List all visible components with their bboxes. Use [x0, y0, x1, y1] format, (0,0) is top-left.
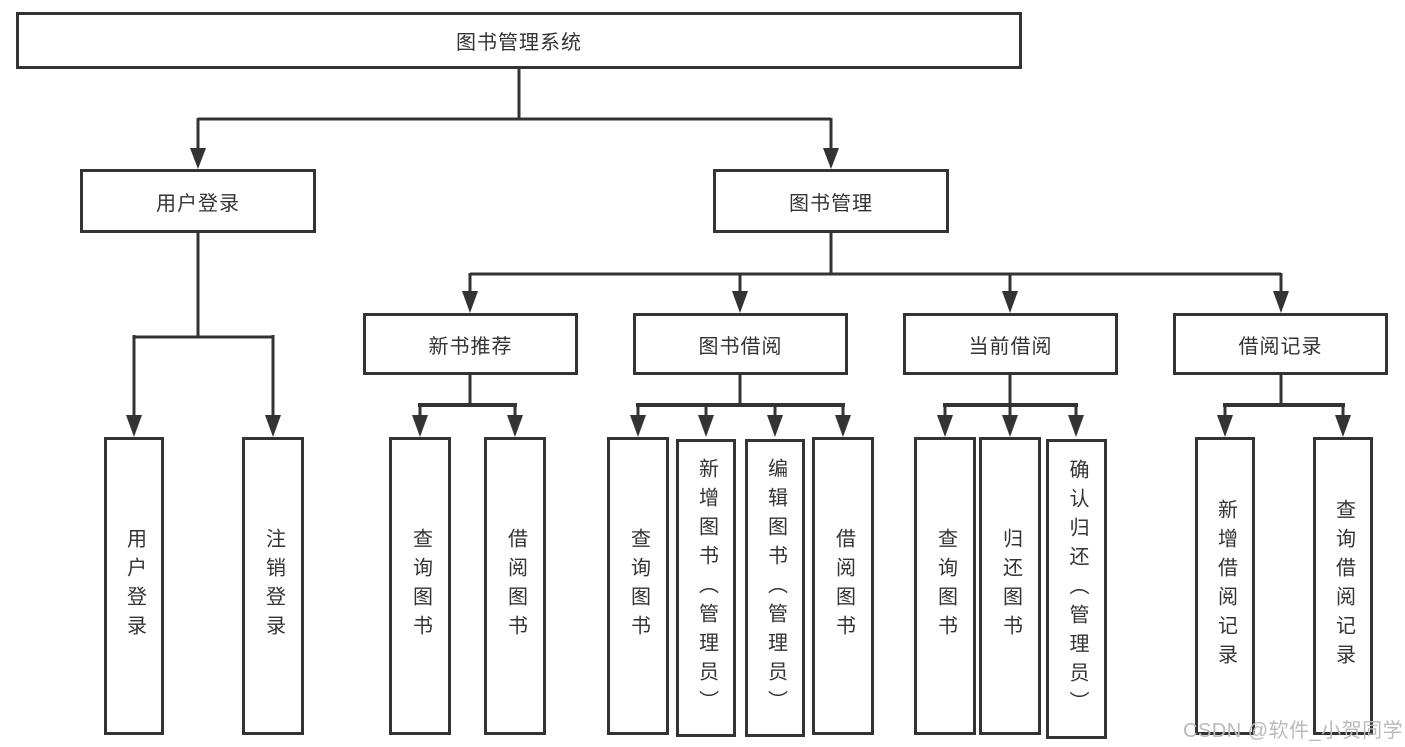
node-label: 借阅图书 — [504, 528, 527, 644]
arrow-down-icon — [1002, 291, 1018, 313]
branch-borrowing-records — [1217, 375, 1351, 437]
leaf-add-books-admin: 新增图书（管理员） — [676, 439, 736, 737]
arrow-down-icon — [507, 415, 523, 437]
leaf-add-borrow-record: 新增借阅记录 — [1195, 437, 1255, 735]
arrow-down-icon — [1335, 415, 1351, 437]
node-label: 确认归还（管理员） — [1066, 458, 1088, 720]
arrow-down-icon — [412, 415, 428, 437]
arrow-down-icon — [1068, 415, 1084, 437]
node-label: 归还图书 — [999, 528, 1022, 644]
leaf-confirm-return-admin: 确认归还（管理员） — [1046, 439, 1107, 739]
leaf-borrow-books-recommend: 借阅图书 — [484, 437, 546, 735]
leaf-query-books-recommend: 查询图书 — [389, 437, 451, 735]
arrow-down-icon — [630, 415, 646, 437]
leaf-query-books-current: 查询图书 — [914, 437, 976, 735]
branch-book-management — [462, 233, 1289, 313]
arrow-down-icon — [767, 415, 783, 437]
leaf-query-books-borrowing: 查询图书 — [607, 437, 669, 735]
branch-new-book-recommendation — [412, 375, 523, 437]
leaf-borrow-books: 借阅图书 — [812, 437, 874, 735]
node-label: 用户登录 — [123, 528, 146, 644]
leaf-user-login: 用户登录 — [104, 437, 164, 735]
arrow-down-icon — [1002, 415, 1018, 437]
node-label: 借阅记录 — [1238, 335, 1323, 358]
node-label: 注销登录 — [262, 528, 285, 644]
node-user-login: 用户登录 — [80, 169, 316, 233]
arrow-down-icon — [462, 291, 478, 313]
node-label: 查询图书 — [627, 528, 650, 644]
leaf-logout: 注销登录 — [242, 437, 304, 735]
arrow-down-icon — [835, 415, 851, 437]
node-label: 新增图书（管理员） — [695, 457, 718, 719]
node-label: 查询图书 — [934, 528, 957, 644]
node-label: 查询借阅记录 — [1332, 499, 1355, 673]
arrow-down-icon — [732, 291, 748, 313]
branch-book-borrowing — [630, 375, 851, 437]
node-book-borrowing: 图书借阅 — [633, 313, 848, 375]
arrow-down-icon — [698, 415, 714, 437]
branch-current-borrowing — [937, 375, 1084, 437]
node-book-management: 图书管理 — [713, 169, 949, 233]
arrow-down-icon — [1273, 291, 1289, 313]
arrow-down-icon — [265, 415, 281, 437]
arrow-down-icon — [126, 415, 142, 437]
node-label: 用户登录 — [156, 192, 240, 215]
node-new-book-recommendation: 新书推荐 — [363, 313, 578, 375]
node-label: 图书管理 — [789, 192, 873, 215]
node-current-borrowing: 当前借阅 — [903, 313, 1118, 375]
node-borrowing-records: 借阅记录 — [1173, 313, 1388, 375]
node-label: 当前借阅 — [968, 335, 1053, 358]
arrow-down-icon — [937, 415, 953, 437]
branch-root — [190, 69, 839, 169]
node-label: 新增借阅记录 — [1214, 499, 1237, 673]
node-label: 借阅图书 — [832, 528, 855, 644]
node-label: 查询图书 — [409, 528, 432, 644]
watermark: CSDN @软件_小贺同学 — [1183, 720, 1404, 742]
leaf-query-borrow-record: 查询借阅记录 — [1313, 437, 1373, 735]
node-library-system: 图书管理系统 — [16, 12, 1022, 69]
node-label: 图书管理系统 — [456, 32, 582, 54]
leaf-edit-books-admin: 编辑图书（管理员） — [745, 439, 805, 737]
arrow-down-icon — [823, 148, 839, 169]
node-label: 编辑图书（管理员） — [764, 457, 787, 719]
arrow-down-icon — [1217, 415, 1233, 437]
branch-user-login — [126, 233, 281, 437]
node-label: 图书借阅 — [698, 335, 783, 358]
arrow-down-icon — [190, 148, 206, 169]
leaf-return-books: 归还图书 — [979, 437, 1041, 735]
node-label: 新书推荐 — [428, 335, 513, 358]
